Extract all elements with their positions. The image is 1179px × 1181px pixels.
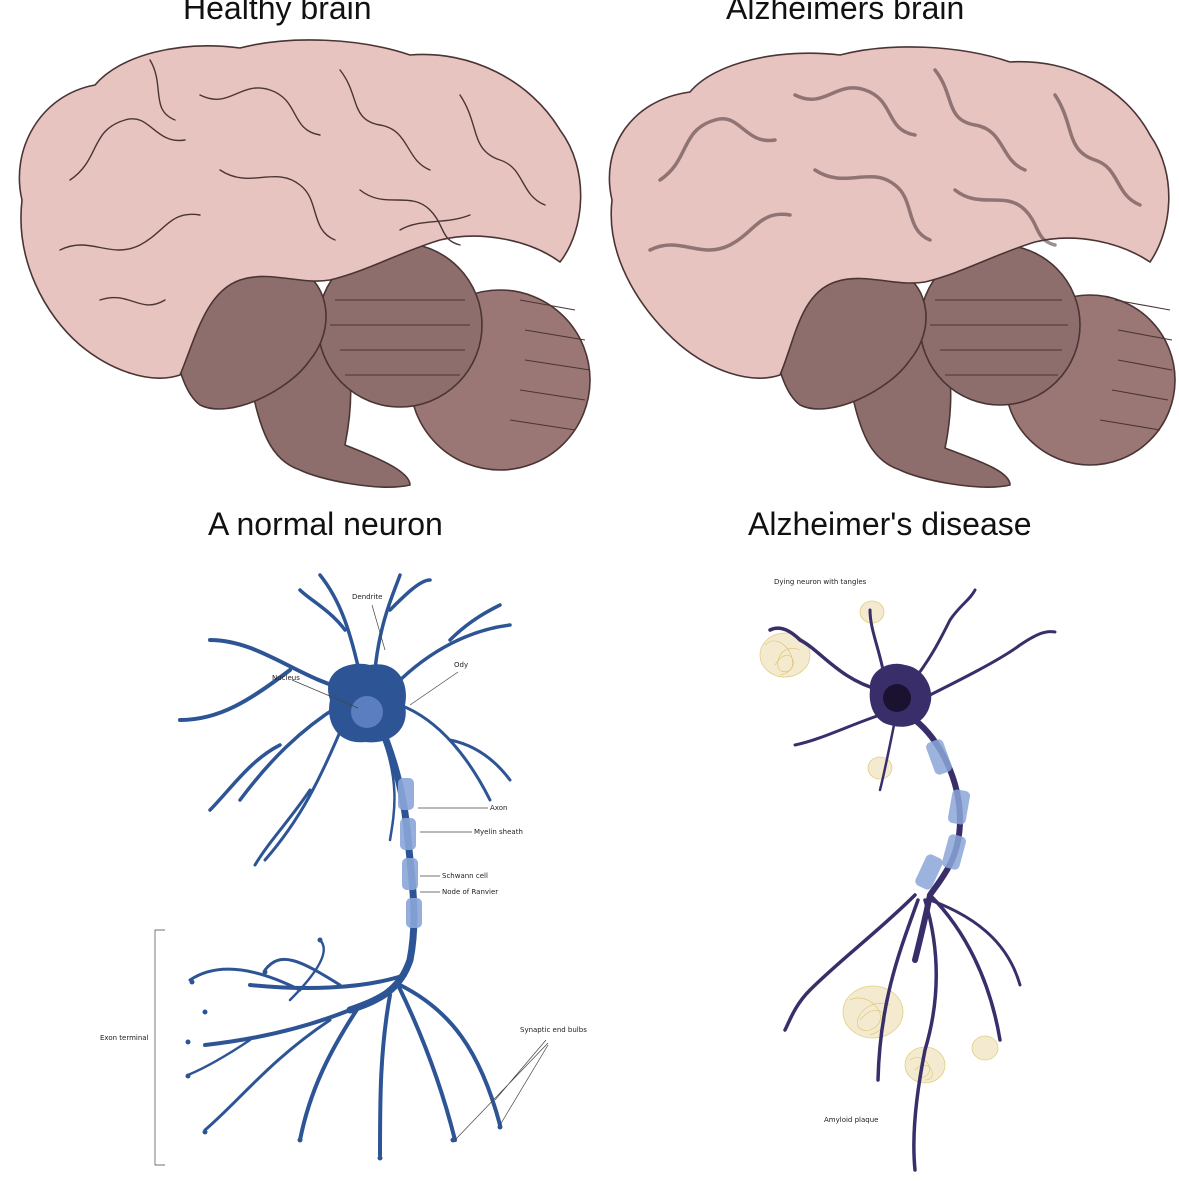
cell-body-label: Ody	[454, 661, 468, 669]
tangle-3	[868, 757, 892, 779]
plaque-3	[972, 1036, 998, 1060]
amyloid-plaque-label: Amyloid plaque	[824, 1116, 878, 1124]
node-of-ranvier-label: Node of Ranvier	[442, 888, 498, 896]
nucleus-label: Nucleus	[272, 674, 300, 682]
dendrite-label: Dendrite	[352, 593, 382, 601]
dying-neuron-label: Dying neuron with tangles	[774, 578, 866, 586]
schwann-cell-label: Schwann cell	[442, 872, 488, 880]
axon-label: Axon	[490, 804, 507, 812]
exon-terminal-label: Exon terminal	[100, 1034, 149, 1042]
alz-nucleus	[883, 684, 911, 712]
plaque-1	[843, 986, 903, 1038]
myelin-sheath-label: Myelin sheath	[474, 828, 523, 836]
synaptic-end-bulbs-label: Synaptic end bulbs	[520, 1026, 587, 1034]
